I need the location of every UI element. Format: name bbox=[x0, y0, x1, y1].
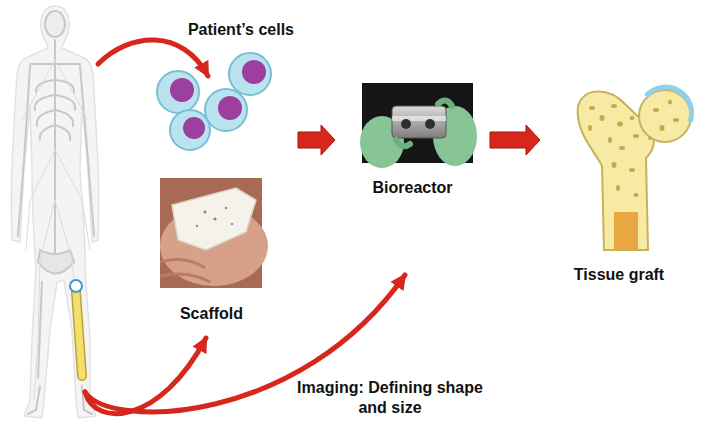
cell-drawing-part bbox=[218, 96, 242, 120]
scaffold-photo-part bbox=[213, 217, 216, 220]
femur-graft-part bbox=[614, 212, 638, 250]
femur-graft-part-part bbox=[629, 168, 635, 172]
femur-graft-part-part bbox=[634, 193, 639, 197]
scaffold-photo bbox=[160, 178, 268, 288]
human-skeleton-part-part bbox=[18, 66, 30, 236]
femur-graft-part-part bbox=[608, 137, 612, 143]
human-skeleton-part bbox=[22, 60, 90, 400]
human-skeleton-part-part bbox=[35, 95, 75, 110]
scaffold-photo-part bbox=[231, 223, 234, 226]
node-label: Scaffold bbox=[180, 304, 243, 324]
human-skeleton-part bbox=[18, 11, 94, 414]
femur-graft-part-part bbox=[588, 125, 592, 131]
node-label: Patient’s cells bbox=[188, 20, 294, 40]
node-label: Bioreactor bbox=[372, 178, 452, 198]
bioreactor-photo-part bbox=[401, 119, 411, 129]
femur-graft-part-part bbox=[668, 100, 672, 105]
scaffold-photo-part bbox=[225, 207, 228, 210]
femur-graft-part-part bbox=[612, 162, 617, 168]
cell-drawing-part bbox=[229, 53, 271, 95]
femur-highlight-part bbox=[76, 292, 82, 376]
cell-drawing-part bbox=[242, 60, 266, 84]
cell-drawing-part bbox=[183, 117, 205, 139]
human-skeleton-part-part bbox=[28, 282, 42, 414]
cell-drawing-part bbox=[170, 78, 194, 102]
curved-arrow-part bbox=[98, 40, 208, 76]
human-skeleton-part-part bbox=[54, 40, 56, 255]
human-skeleton-part-part bbox=[45, 11, 65, 37]
femur-graft-part bbox=[646, 87, 692, 122]
human-skeleton-part-part bbox=[26, 150, 90, 250]
femur-graft-part-part bbox=[653, 108, 659, 112]
node-label: Tissue graft bbox=[574, 265, 664, 285]
femur-graft-part-part bbox=[648, 136, 652, 140]
image-panel: Bioreactor bbox=[335, 78, 490, 198]
femur-graft-part-part bbox=[633, 134, 639, 138]
scaffold-photo-part bbox=[172, 188, 256, 250]
femur-graft-part-part bbox=[589, 106, 595, 110]
human-skeleton-part-part bbox=[80, 66, 94, 236]
human-skeleton-part-part bbox=[38, 250, 74, 274]
flow-arrow bbox=[298, 125, 335, 155]
femur-graft-part-part bbox=[611, 104, 617, 108]
human-skeleton-part-part bbox=[37, 110, 73, 126]
human-skeleton bbox=[11, 6, 99, 418]
cell-drawing-part bbox=[157, 71, 199, 113]
femur-graft-part-part bbox=[619, 146, 625, 150]
image-panel: Tissue graft bbox=[540, 85, 698, 285]
scaffold-photo-part bbox=[160, 260, 210, 282]
human-skeleton-part bbox=[11, 6, 99, 418]
human-skeleton-part-part bbox=[36, 80, 74, 92]
arrow-label: Imaging: Defining shape and size bbox=[290, 378, 490, 418]
image-panel: Scaffold bbox=[155, 176, 268, 324]
scaffold-photo-part bbox=[196, 225, 199, 228]
human-skeleton-part-part bbox=[40, 125, 70, 140]
bioreactor-photo bbox=[360, 83, 477, 168]
bioreactor-photo-part bbox=[396, 100, 452, 146]
femur-graft-part-part bbox=[660, 125, 665, 131]
curved-arrow bbox=[85, 40, 405, 414]
cell-drawing-part bbox=[205, 89, 247, 131]
cell-drawing bbox=[157, 53, 271, 150]
femur-highlight bbox=[70, 280, 82, 376]
femur-graft-part-part bbox=[630, 116, 635, 120]
femur-graft-part bbox=[639, 90, 691, 142]
cell-drawing-part bbox=[170, 110, 210, 150]
femur-highlight-part bbox=[70, 280, 82, 292]
bioreactor-photo-part bbox=[392, 116, 446, 121]
bioreactor-photo-part bbox=[425, 119, 435, 129]
femur-graft-part bbox=[588, 100, 679, 198]
scaffold-photo-part bbox=[203, 210, 206, 213]
flow-arrow bbox=[490, 125, 540, 155]
human-skeleton-part-part bbox=[30, 63, 80, 65]
human-skeleton-part-part bbox=[22, 60, 88, 120]
bioreactor-photo-part bbox=[392, 106, 446, 138]
femur-graft-part-part bbox=[617, 122, 623, 127]
femur-graft-part-part bbox=[600, 115, 605, 121]
femur-highlight-part bbox=[76, 292, 82, 376]
femur-graft-part-part bbox=[673, 118, 679, 122]
femur-graft-part-part bbox=[616, 185, 620, 191]
image-panel: Patient’s cells bbox=[150, 20, 298, 150]
femur-graft bbox=[578, 87, 692, 250]
